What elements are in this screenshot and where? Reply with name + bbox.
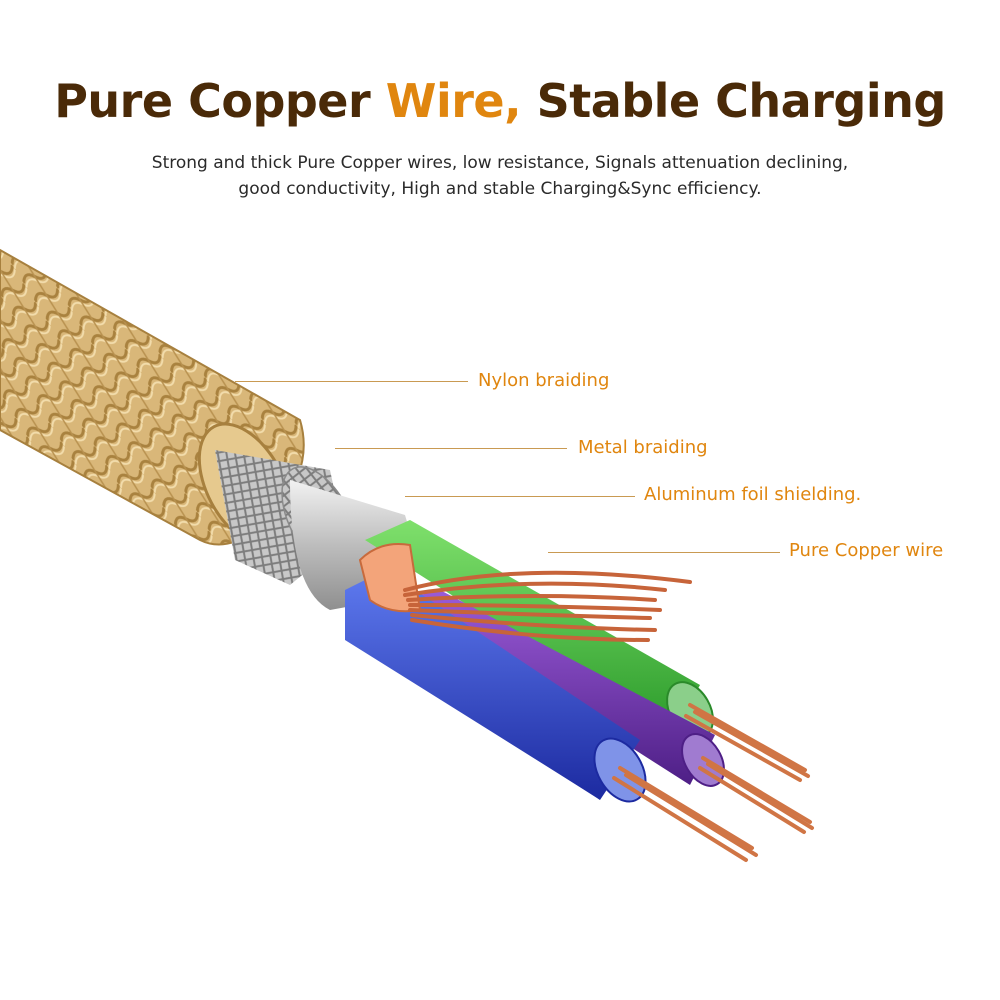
title-part-2: Wire,	[385, 74, 537, 128]
subtitle-line-1: Strong and thick Pure Copper wires, low …	[151, 153, 849, 173]
metal-leader-line	[335, 448, 567, 449]
title-part-1: Pure Copper	[54, 74, 386, 128]
title-part-3: Stable Charging	[536, 74, 947, 128]
pure-copper-strands-green	[684, 703, 810, 782]
subtitle: Strong and thick Pure Copper wires, low …	[60, 150, 940, 202]
subtitle-line-2: good conductivity, High and stable Charg…	[238, 179, 762, 199]
label-pure-copper-wire: Pure Copper wire	[789, 540, 944, 561]
pure-copper-strands-top	[403, 570, 692, 642]
label-nylon-braiding: Nylon braiding	[478, 370, 610, 391]
pure-copper-strands-blue	[612, 766, 758, 862]
label-aluminum-foil: Aluminum foil shielding.	[644, 484, 862, 505]
label-metal-braiding: Metal braiding	[578, 437, 708, 458]
page-title: Pure Copper Wire, Stable Charging	[0, 78, 1000, 124]
copper-leader-line	[548, 552, 780, 553]
nylon-leader-line	[235, 381, 468, 382]
pure-copper-strands-purple	[698, 756, 814, 834]
foil-leader-line	[405, 496, 635, 497]
